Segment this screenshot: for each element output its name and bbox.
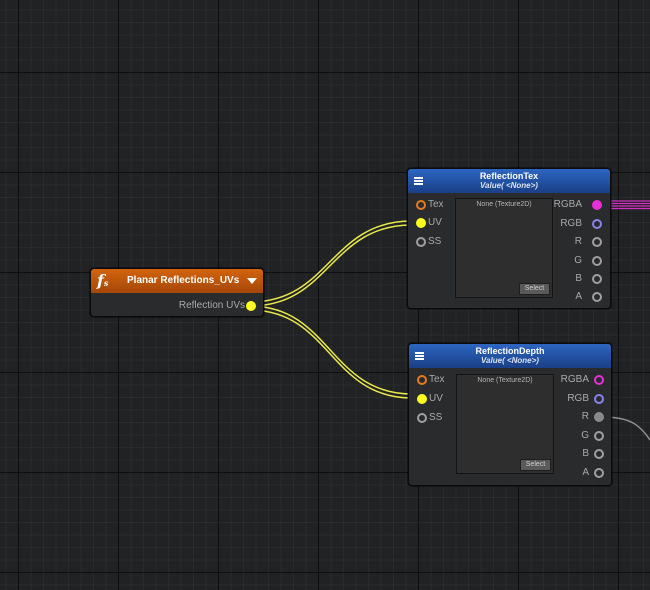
rgb-output-label: RGB bbox=[567, 393, 589, 404]
reflectiontex-node[interactable]: ReflectionTex Value( <None>) Tex UV SS N… bbox=[407, 168, 611, 309]
g-output-label: G bbox=[581, 430, 589, 441]
reflection-uvs-port-dot[interactable] bbox=[246, 301, 256, 311]
chevron-down-icon[interactable] bbox=[247, 278, 257, 284]
node-subtitle: Value( <None>) bbox=[480, 181, 538, 190]
b-output-port[interactable] bbox=[592, 274, 602, 284]
texture-none-label: None (Texture2D) bbox=[477, 377, 533, 384]
planar-reflections-function-node[interactable]: fs Planar Reflections_UVs Reflection UVs bbox=[90, 268, 264, 317]
function-node-header[interactable]: fs Planar Reflections_UVs bbox=[91, 269, 263, 293]
g-output-label: G bbox=[574, 255, 582, 266]
r-output-port[interactable] bbox=[594, 412, 604, 422]
r-output-label: R bbox=[574, 236, 582, 247]
ss-input-port[interactable] bbox=[417, 413, 427, 423]
a-output-port[interactable] bbox=[592, 292, 602, 302]
r-output-port[interactable] bbox=[592, 237, 602, 247]
tex-input-label: Tex bbox=[428, 199, 444, 210]
a-output-label: A bbox=[582, 467, 589, 478]
wire-uv-to-reflectiondepth bbox=[249, 305, 413, 395]
uv-input-port[interactable] bbox=[416, 218, 426, 228]
texture-node-header[interactable]: ReflectionTex Value( <None>) bbox=[408, 169, 610, 193]
uv-input-label: UV bbox=[429, 393, 443, 404]
a-output-port[interactable] bbox=[594, 468, 604, 478]
uv-input-port[interactable] bbox=[417, 394, 427, 404]
select-texture-button[interactable]: Select bbox=[520, 459, 551, 471]
rgba-output-label: RGBA bbox=[553, 199, 582, 210]
menu-icon[interactable] bbox=[414, 177, 423, 185]
select-texture-button[interactable]: Select bbox=[519, 283, 550, 295]
texture-node-header[interactable]: ReflectionDepth Value( <None>) bbox=[409, 344, 611, 368]
ss-input-port[interactable] bbox=[416, 237, 426, 247]
texture-preview-slot[interactable]: None (Texture2D) Select bbox=[455, 198, 553, 298]
tex-input-port[interactable] bbox=[417, 375, 427, 385]
function-fs-icon: fs bbox=[97, 271, 109, 290]
rgba-output-port[interactable] bbox=[594, 375, 604, 385]
g-output-port[interactable] bbox=[592, 256, 602, 266]
b-output-label: B bbox=[582, 448, 589, 459]
g-output-port[interactable] bbox=[594, 431, 604, 441]
rgba-output-label: RGBA bbox=[560, 374, 589, 385]
ss-input-label: SS bbox=[428, 236, 442, 247]
a-output-label: A bbox=[575, 291, 582, 302]
uv-input-label: UV bbox=[428, 217, 442, 228]
wire-uv-to-reflectiontex bbox=[249, 220, 413, 303]
reflectiondepth-node[interactable]: ReflectionDepth Value( <None>) Tex UV SS… bbox=[408, 343, 612, 486]
node-subtitle: Value( <None>) bbox=[481, 356, 539, 365]
rgba-output-port[interactable] bbox=[592, 200, 602, 210]
texture-none-label: None (Texture2D) bbox=[476, 201, 532, 208]
rgb-output-label: RGB bbox=[560, 218, 582, 229]
tex-input-port[interactable] bbox=[416, 200, 426, 210]
function-node-title: Planar Reflections_UVs bbox=[127, 275, 240, 286]
port-label: Reflection UVs bbox=[178, 300, 245, 311]
b-output-label: B bbox=[575, 273, 582, 284]
r-output-label: R bbox=[581, 411, 589, 422]
node-title: ReflectionTex bbox=[479, 171, 539, 181]
rgb-output-port[interactable] bbox=[592, 219, 602, 229]
rgb-output-port[interactable] bbox=[594, 394, 604, 404]
node-title: ReflectionDepth bbox=[475, 346, 545, 356]
menu-icon[interactable] bbox=[415, 352, 424, 360]
b-output-port[interactable] bbox=[594, 449, 604, 459]
texture-preview-slot[interactable]: None (Texture2D) Select bbox=[456, 374, 554, 474]
output-port-reflection-uvs[interactable]: Reflection UVs bbox=[179, 297, 245, 315]
ss-input-label: SS bbox=[429, 412, 443, 423]
tex-input-label: Tex bbox=[429, 374, 445, 385]
